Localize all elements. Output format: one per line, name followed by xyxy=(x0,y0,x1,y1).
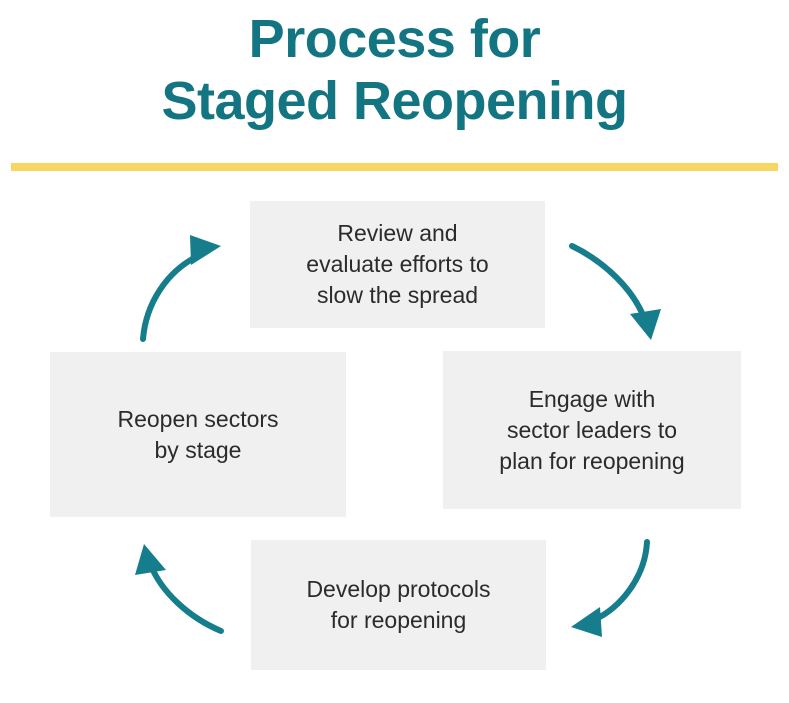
process-node-reopen-text: Reopen sectors by stage xyxy=(117,404,278,466)
page-title: Process for Staged Reopening xyxy=(0,8,789,132)
process-node-engage-line-1: Engage with xyxy=(528,385,656,412)
process-node-reopen-line-1: Reopen sectors xyxy=(117,405,279,432)
curved-arrow-down-left-icon xyxy=(571,539,650,637)
process-node-review-line-3: slow the spread xyxy=(316,282,479,308)
process-node-reopen[interactable]: Reopen sectors by stage xyxy=(50,352,346,517)
process-node-engage-line-3: plan for reopening xyxy=(499,447,685,474)
title-divider-rule xyxy=(11,163,778,171)
process-node-engage-line-2: sector leaders to xyxy=(506,416,677,443)
process-node-review[interactable]: Review and evaluate efforts to slow the … xyxy=(250,201,545,328)
process-node-review-text: Review and evaluate efforts to slow the … xyxy=(306,218,488,311)
page-title-line-1: Process for xyxy=(248,9,541,69)
page-title-line-2: Staged Reopening xyxy=(161,71,628,131)
process-node-engage[interactable]: Engage with sector leaders to plan for r… xyxy=(443,351,741,509)
curved-arrow-up-left-icon xyxy=(135,544,224,634)
process-node-reopen-line-2: by stage xyxy=(154,436,242,463)
process-node-develop-line-1: Develop protocols xyxy=(306,576,491,602)
process-node-engage-text: Engage with sector leaders to plan for r… xyxy=(499,384,684,477)
curved-arrow-down-right-icon xyxy=(569,243,661,340)
process-node-review-line-2: evaluate efforts to xyxy=(306,251,489,277)
process-node-review-line-1: Review and xyxy=(337,220,458,246)
process-node-develop[interactable]: Develop protocols for reopening xyxy=(251,540,546,670)
curved-arrow-up-right-icon xyxy=(140,235,221,342)
process-node-develop-line-2: for reopening xyxy=(330,607,467,633)
process-node-develop-text: Develop protocols for reopening xyxy=(306,574,490,636)
